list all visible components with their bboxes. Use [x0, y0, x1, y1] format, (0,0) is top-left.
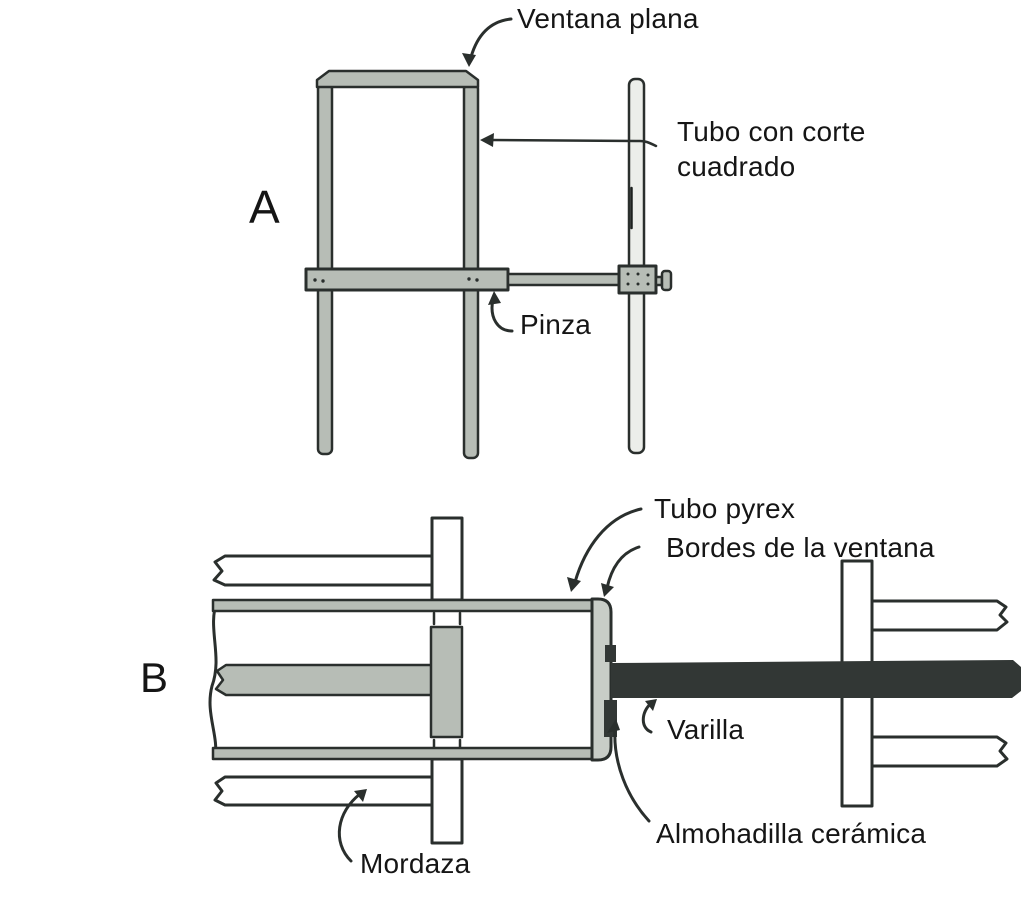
vise-jaw-bottom-left [213, 775, 436, 807]
arrow-mordaza [337, 792, 362, 863]
clamp-block-dot [636, 282, 640, 286]
clamp-block-dot [626, 282, 630, 286]
arrow-almohadilla [613, 726, 651, 823]
arrowhead-mordaza [354, 789, 367, 802]
arrow-ventana-plana [469, 17, 513, 59]
arrowhead-pinza [488, 291, 501, 305]
panel-b-apparatus [208, 516, 1021, 845]
clamp-screw-dot [321, 279, 325, 283]
clamp-block-dot [646, 282, 650, 286]
arrowhead-tubo-pyrex [567, 577, 581, 592]
vise-jaw-top-right [868, 599, 1009, 632]
arrow-tubo-pyrex [573, 507, 643, 584]
panel-a-arrows [462, 17, 658, 333]
clamp-screw-dot [475, 278, 479, 282]
arrowhead-ventana-plana [462, 53, 476, 67]
arrowhead-tubo-corte [480, 133, 494, 147]
ceramic-pad-upper [605, 645, 616, 662]
panel-b-arrows [337, 507, 657, 863]
clamp-block-dot [636, 272, 640, 276]
rod-varilla [611, 660, 1021, 698]
panel-a-apparatus [304, 69, 673, 460]
vise-jaw-top-left [212, 554, 436, 587]
vise-jaw-bottom-right [868, 735, 1009, 768]
panel-b-letter: B [140, 654, 169, 701]
pyrex-tube-bottom-wall [211, 746, 599, 761]
clamp-screw-dot [467, 277, 471, 281]
label-almohadilla-ceramica: Almohadilla cerámica [656, 818, 927, 849]
inner-block [429, 625, 464, 739]
arrowhead-almohadilla [607, 719, 620, 733]
clamp-arm [506, 272, 622, 287]
tube-break-line [208, 599, 219, 759]
arrowhead-bordes-ventana [601, 583, 614, 597]
label-pinza: Pinza [520, 309, 592, 340]
arrowhead-varilla [645, 699, 657, 711]
label-varilla: Varilla [667, 714, 745, 745]
clamp-block-dot [646, 273, 650, 277]
clamp-screw-dot [313, 278, 317, 282]
arrow-bordes-ventana [605, 545, 641, 590]
label-tubo-pyrex: Tubo pyrex [654, 493, 796, 524]
clamp-block-dot [626, 272, 630, 276]
vise-post-left-lower [430, 757, 464, 845]
label-ventana-plana: Ventana plana [517, 3, 699, 34]
clamp-rod-block [617, 264, 658, 295]
vise-post-left-upper [430, 516, 464, 602]
clamp-knob [660, 269, 673, 292]
label-mordaza: Mordaza [360, 848, 471, 879]
panel-a-letter: A [249, 181, 280, 233]
flat-window-cap [315, 69, 480, 89]
label-bordes-ventana: Bordes de la ventana [666, 532, 935, 563]
label-tubo-con-corte-cuadrado: Tubo con corte cuadrado [677, 116, 866, 182]
pyrex-tube-top-wall [211, 598, 599, 613]
arrow-tubo-corte [489, 138, 658, 148]
inner-rod-bar [214, 663, 434, 697]
